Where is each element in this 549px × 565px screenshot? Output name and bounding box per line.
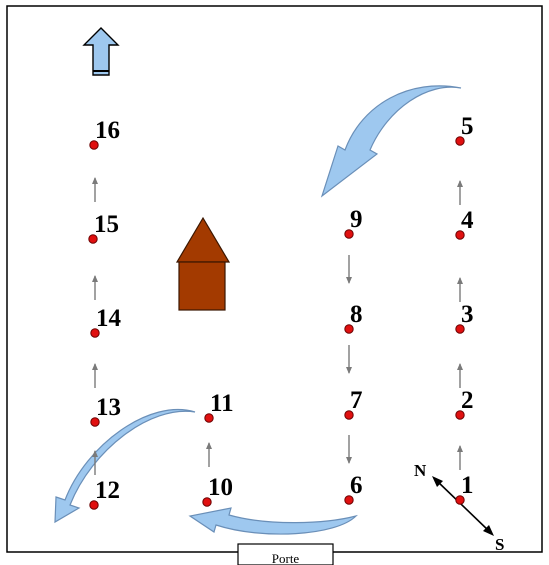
control-point-label-14: 14 <box>96 305 122 332</box>
path-arrow-7 <box>346 435 352 464</box>
control-point-label-7: 7 <box>350 387 363 414</box>
control-point-2 <box>455 410 465 420</box>
path-arrow-2 <box>457 363 463 388</box>
control-point-11 <box>204 413 214 423</box>
control-point-10 <box>202 497 212 507</box>
path-arrow-6 <box>346 345 352 374</box>
control-point-label-2: 2 <box>461 387 474 414</box>
control-point-16 <box>89 140 99 150</box>
path-arrow-12 <box>92 177 98 202</box>
up-arrow-icon <box>82 27 120 76</box>
path-arrows <box>92 177 463 475</box>
path-arrow-9 <box>92 450 98 475</box>
compass-north-label: N <box>414 461 427 480</box>
control-point-3 <box>455 324 465 334</box>
control-point-label-10: 10 <box>208 474 233 501</box>
path-arrow-11 <box>92 275 98 300</box>
control-point-label-6: 6 <box>350 472 363 499</box>
curved-arrow-11-to-12 <box>54 408 196 524</box>
path-arrow-1 <box>457 445 463 470</box>
control-point-label-11: 11 <box>210 390 234 417</box>
control-point-6 <box>344 495 354 505</box>
control-point-label-12: 12 <box>95 477 120 504</box>
control-point-15 <box>88 234 98 244</box>
control-point-label-4: 4 <box>461 207 474 234</box>
control-point-9 <box>344 229 354 239</box>
control-point-1 <box>455 495 465 505</box>
control-point-label-16: 16 <box>95 117 120 144</box>
path-arrow-10 <box>92 363 98 388</box>
door: Porte <box>237 543 334 565</box>
control-point-14 <box>90 328 100 338</box>
control-point-label-1: 1 <box>461 472 474 499</box>
control-point-13 <box>90 417 100 427</box>
path-arrow-5 <box>346 255 352 284</box>
control-point-label-9: 9 <box>350 206 363 233</box>
control-point-4 <box>455 230 465 240</box>
door-label: Porte <box>272 551 300 565</box>
control-point-label-8: 8 <box>350 301 363 328</box>
path-arrow-8 <box>206 442 212 467</box>
control-point-label-5: 5 <box>461 113 474 140</box>
compass: N S <box>414 461 504 554</box>
door-box <box>237 543 334 565</box>
control-point-8 <box>344 324 354 334</box>
path-arrow-3 <box>457 277 463 302</box>
house-icon <box>175 216 231 311</box>
compass-south-label: S <box>495 535 504 554</box>
control-point-label-3: 3 <box>461 301 474 328</box>
curved-arrow-6-to-10 <box>188 507 358 535</box>
path-arrow-4 <box>457 180 463 205</box>
control-point-5 <box>455 136 465 146</box>
control-point-12 <box>89 500 99 510</box>
control-point-label-13: 13 <box>96 394 121 421</box>
control-point-label-15: 15 <box>94 211 119 238</box>
control-point-7 <box>344 410 354 420</box>
curved-arrow-5-to-9 <box>320 85 462 198</box>
